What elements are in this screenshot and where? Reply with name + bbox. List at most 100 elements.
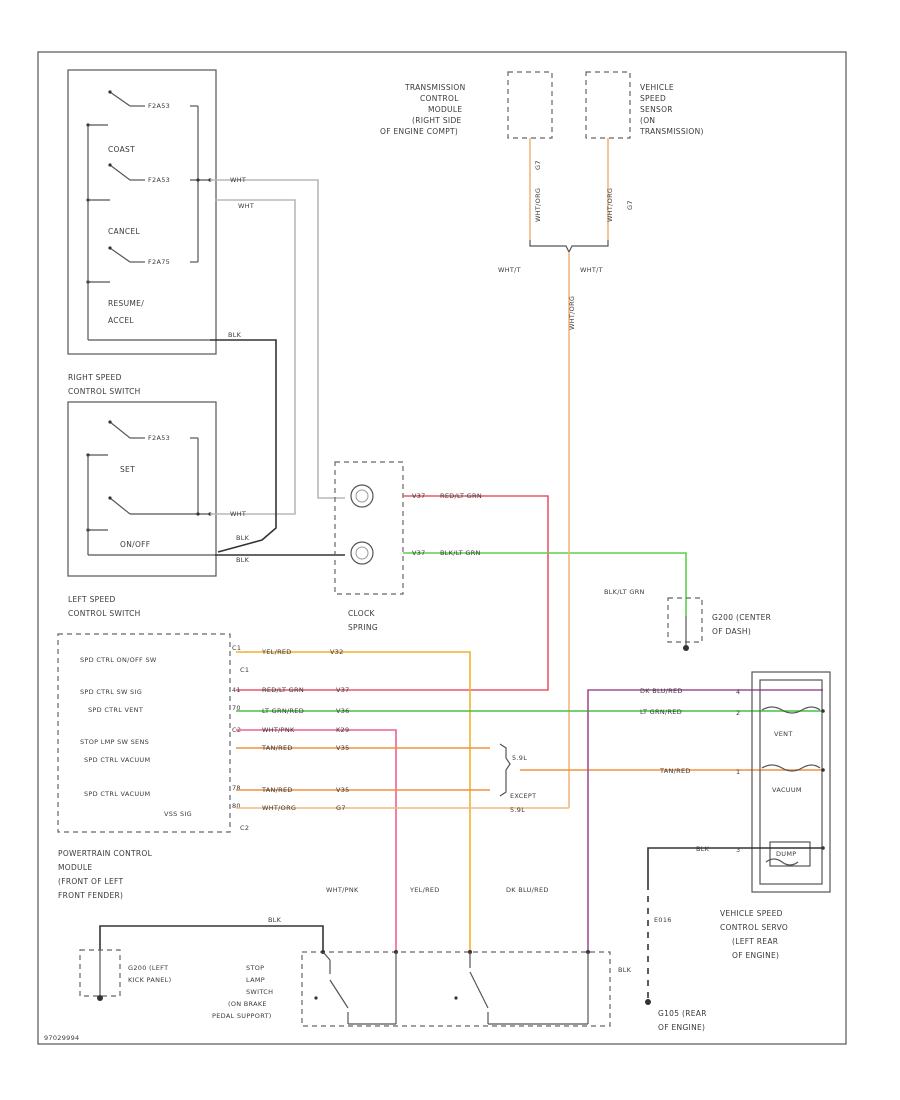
contact-cancel: CANCEL: [108, 227, 140, 236]
servo-pin-2: 2: [736, 709, 740, 717]
stop-lamp-switch: STOP LAMP SWITCH (ON BRAKE PEDAL SUPPORT…: [212, 950, 611, 1027]
label-5-9l: 5.9L: [512, 754, 527, 762]
vss-name-3: SENSOR: [640, 105, 673, 114]
label-dk-blu-red-top: DK BLU/RED: [640, 687, 683, 695]
left-switch-name-2: CONTROL SWITCH: [68, 609, 141, 618]
wire-wht-pnk: [236, 729, 397, 950]
label-vert-wire: WHT/ORG: [568, 296, 576, 330]
vss-name-5: TRANSMISSION): [639, 127, 704, 136]
pcm-wire-5: TAN/RED: [261, 744, 293, 752]
vehicle-speed-sensor: VEHICLE SPEED SENSOR (ON TRANSMISSION) W…: [585, 71, 704, 240]
label-yel-red-bottom: YEL/RED: [409, 886, 440, 894]
ground-g200-left-kick-panel: BLK G200 (LEFT KICK PANEL): [79, 916, 324, 1001]
pcm-pin-1: C1: [232, 644, 241, 652]
pcm-wire-6: TAN/RED: [261, 786, 293, 794]
pcm-circuit-1: V32: [330, 648, 344, 656]
label-blk-b: BLK: [236, 534, 250, 542]
wire-blk-switch: [210, 339, 277, 553]
powertrain-control-module: SPD CTRL ON/OFF SW SPD CTRL SW SIG SPD C…: [57, 633, 249, 900]
footer-code: 97029994: [44, 1034, 79, 1042]
pcm-pin-label-5: SPD CTRL VACUUM: [84, 756, 150, 764]
wire-blk-servo: [647, 847, 823, 1000]
engine-bracket: [499, 743, 511, 797]
pcm-pin-label-6: SPD CTRL VACUUM: [84, 790, 150, 798]
tcm-wire-label: WHT/ORG: [534, 188, 542, 222]
label-blk-servo: BLK: [696, 845, 710, 853]
servo-section-vacuum: VACUUM: [772, 786, 802, 794]
tcm-name-5: OF ENGINE COMPT): [380, 127, 458, 136]
pcm-wire-1: YEL/RED: [261, 648, 292, 656]
label-blk-a: BLK: [228, 331, 242, 339]
pcm-name-4: FRONT FENDER): [58, 891, 123, 900]
label-e016: E016: [654, 916, 672, 924]
g200-left-name-2: KICK PANEL): [128, 976, 171, 984]
wire-blk-lt-grn: [403, 552, 687, 616]
g200-name-2: OF DASH): [712, 627, 751, 636]
label-wht-2: WHT: [238, 202, 254, 210]
label-cs-top: RED/LT GRN: [440, 492, 482, 500]
vehicle-speed-control-servo: VENT VACUUM DUMP 4 2 1 3 VEHICLE SPEED C…: [720, 671, 831, 960]
pcm-pin-label-7: VSS SIG: [164, 810, 192, 818]
pcm-wire-4: WHT/PNK: [262, 726, 295, 734]
outer-frame: [37, 51, 847, 1045]
vss-wire-label: WHT/ORG: [606, 188, 614, 222]
splice: [529, 240, 609, 254]
pcm-circuit-5: V35: [336, 744, 350, 752]
stop-lamp-name-4: (ON BRAKE: [228, 1000, 267, 1008]
right-switch-name-1: RIGHT SPEED: [68, 373, 122, 382]
servo-name-3: (LEFT REAR: [732, 937, 778, 946]
stop-lamp-name-3: SWITCH: [246, 988, 273, 996]
ground-g200-center: BLK/LT GRN G200 (CENTER OF DASH): [604, 588, 771, 651]
vss-name-1: VEHICLE: [640, 83, 674, 92]
pcm-pin-3: 70: [232, 704, 241, 712]
contact-resume: RESUME/: [108, 299, 144, 308]
label-lt-grn-red-servo: LT GRN/RED: [640, 708, 682, 716]
right-switch-name-2: CONTROL SWITCH: [68, 387, 141, 396]
stop-lamp-name-2: LAMP: [246, 976, 265, 984]
vss-circuit-label: G7: [626, 200, 634, 210]
tcm-name-4: (RIGHT SIDE: [412, 116, 462, 125]
label-wht-1: WHT: [230, 176, 246, 184]
clock-spring: CLOCK SPRING: [334, 461, 404, 632]
pcm-pin-label-3: SPD CTRL VENT: [88, 706, 143, 714]
label-blk-left-ground: BLK: [268, 916, 282, 924]
stop-lamp-name-5: PEDAL SUPPORT): [212, 1012, 272, 1020]
servo-name-4: OF ENGINE): [732, 951, 779, 960]
contact-set: SET: [120, 465, 135, 474]
stop-lamp-name-1: STOP: [246, 964, 264, 972]
label-wht-pnk-bottom: WHT/PNK: [326, 886, 359, 894]
pcm-pin-2: 41: [232, 686, 241, 694]
label-cs-bot: BLK/LT GRN: [440, 549, 481, 557]
pcm-name-3: (FRONT OF LEFT: [58, 877, 124, 886]
servo-pin-1: 4: [736, 688, 740, 696]
pcm-name-1: POWERTRAIN CONTROL: [58, 849, 153, 858]
contact-accel: ACCEL: [108, 316, 134, 325]
label-except: EXCEPT: [510, 792, 536, 800]
right-speed-control-switch: F2A53 F2A53 F2A75 COAST CANCEL RESUME/ A…: [67, 69, 217, 396]
wire-red-lt-grn: [236, 495, 549, 691]
servo-name-1: VEHICLE SPEED: [720, 909, 783, 918]
servo-pin-3: 1: [736, 768, 740, 776]
label-cs-bot-circuit: V37: [412, 549, 426, 557]
pcm-pin-label-2: SPD CTRL SW SIG: [80, 688, 142, 696]
pcm-pin-6: 78: [232, 784, 241, 792]
label-tan-red-servo: TAN/RED: [659, 767, 691, 775]
wire-dk-blu-red: [587, 689, 823, 950]
g105-name-2: OF ENGINE): [658, 1023, 705, 1032]
left-switch-terminal-1: F2A53: [148, 434, 170, 442]
tcm-name-2: CONTROL: [420, 94, 459, 103]
left-switch-name-1: LEFT SPEED: [68, 595, 116, 604]
pcm-conn-c1: C1: [240, 666, 249, 674]
wire-yel-red: [236, 651, 471, 950]
right-switch-terminal-3: F2A75: [148, 258, 170, 266]
label-g200: BLK/LT GRN: [604, 588, 645, 596]
pcm-pin-label-4: STOP LMP SW SENS: [80, 738, 149, 746]
pcm-wire-2: RED/LT GRN: [262, 686, 304, 694]
pcm-name-2: MODULE: [58, 863, 92, 872]
wire-wht-right: [210, 179, 345, 499]
label-splice-l: WHT/T: [498, 266, 521, 274]
label-blk-g105: BLK: [618, 966, 632, 974]
pcm-circuit-6: V35: [336, 786, 350, 794]
